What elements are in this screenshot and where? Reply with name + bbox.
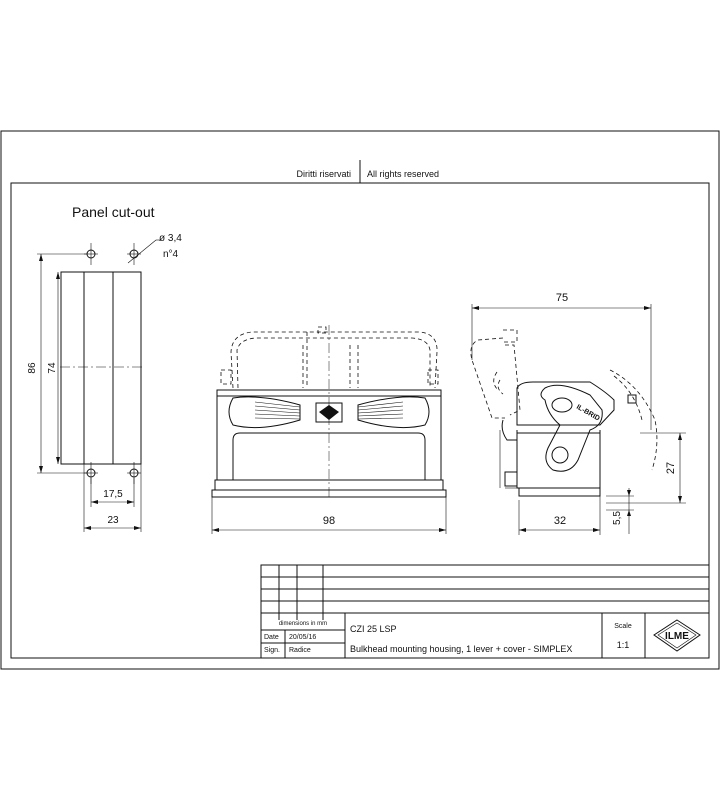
outer-frame xyxy=(0,130,720,670)
dim-width-17-5: 17,5 xyxy=(103,489,123,500)
dimensions-label: dimensions in mm xyxy=(279,621,327,627)
date-value: 20/05/16 xyxy=(289,634,316,641)
scale-label: Scale xyxy=(614,623,632,630)
dim-base-32: 32 xyxy=(554,515,566,527)
front-view: 98 xyxy=(211,325,447,534)
rights-italian: Diritti riservati xyxy=(296,169,351,179)
panel-cutout-title: Panel cut-out xyxy=(72,204,155,220)
dim-height-86: 86 xyxy=(27,362,38,374)
dim-total-75: 75 xyxy=(556,292,568,304)
lever-brand-text: IL-BRID xyxy=(575,404,601,423)
dim-width-23: 23 xyxy=(107,515,119,526)
date-label: Date xyxy=(264,634,279,641)
hole-count-label: n°4 xyxy=(163,249,179,260)
sign-label: Sign. xyxy=(264,647,280,654)
rights-english: All rights reserved xyxy=(367,169,439,179)
dim-height-27: 27 xyxy=(665,462,677,474)
title-block: dimensions in mm Date 20/05/16 Sign. Rad… xyxy=(260,564,710,659)
product-code: CZI 25 LSP xyxy=(350,624,397,634)
dim-flange-5-5: 5,5 xyxy=(612,511,623,525)
dim-width-98: 98 xyxy=(323,515,335,527)
sign-value: Radice xyxy=(289,647,311,654)
scale-value: 1:1 xyxy=(617,640,630,650)
dim-height-74-label: 74 xyxy=(47,362,58,374)
side-view: 75 IL-BRID 32 xyxy=(470,292,686,535)
panel-cutout-view: Panel cut-out ø 3,4 n°4 86 17,5 74 xyxy=(27,204,182,532)
cutout-rectangle xyxy=(60,271,142,465)
hole-diameter-label: ø 3,4 xyxy=(159,233,182,244)
logo-text: ILME xyxy=(665,631,689,642)
mounting-holes xyxy=(84,239,160,484)
product-description: Bulkhead mounting housing, 1 lever + cov… xyxy=(350,644,572,654)
ilme-logo: ILME xyxy=(653,619,701,652)
